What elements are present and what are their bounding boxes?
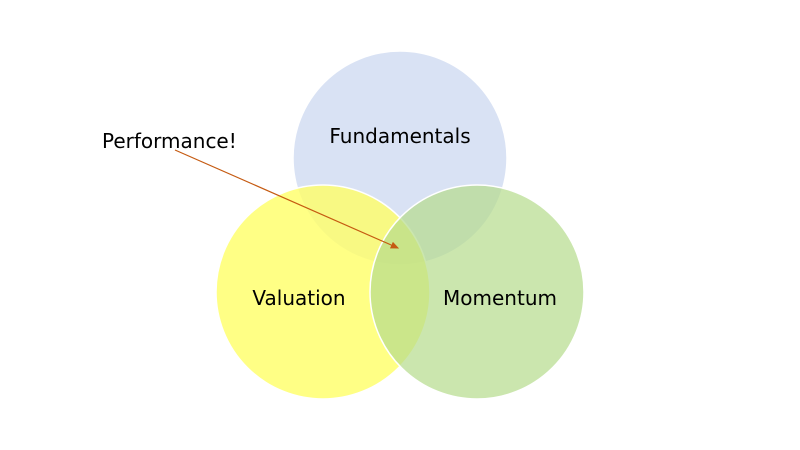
annotation-arrow [174, 149, 400, 249]
valuation-label: Valuation [252, 286, 345, 310]
fundamentals-label: Fundamentals [329, 124, 470, 148]
momentum-label: Momentum [443, 286, 557, 310]
performance-annotation: Performance! [102, 129, 237, 153]
momentum-circle [369, 184, 585, 400]
